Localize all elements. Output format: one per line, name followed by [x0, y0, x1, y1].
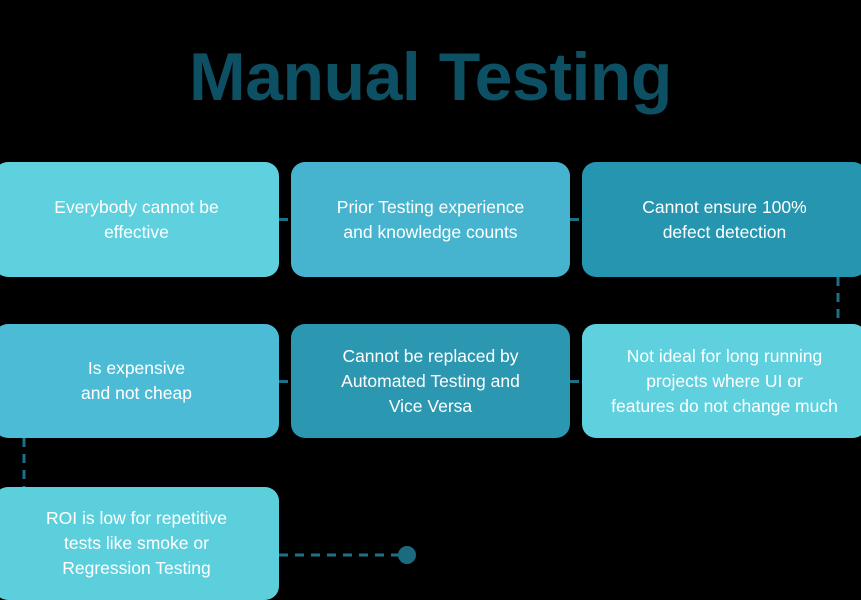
- node-cannot-ensure-100-defect-detection[interactable]: Cannot ensure 100% defect detection: [582, 162, 861, 277]
- node-cannot-be-replaced-by-automation[interactable]: Cannot be replaced by Automated Testing …: [291, 324, 570, 438]
- node-not-ideal-long-running-projects[interactable]: Not ideal for long running projects wher…: [582, 324, 861, 438]
- node-prior-testing-experience[interactable]: Prior Testing experience and knowledge c…: [291, 162, 570, 277]
- node-everybody-cannot-be-effective[interactable]: Everybody cannot be effective: [0, 162, 279, 277]
- node-roi-is-low-repetitive-tests[interactable]: ROI is low for repetitive tests like smo…: [0, 487, 279, 600]
- node-is-expensive[interactable]: Is expensive and not cheap: [0, 324, 279, 438]
- connector-endpoint-dot: [398, 546, 416, 564]
- page-title: Manual Testing: [189, 39, 672, 115]
